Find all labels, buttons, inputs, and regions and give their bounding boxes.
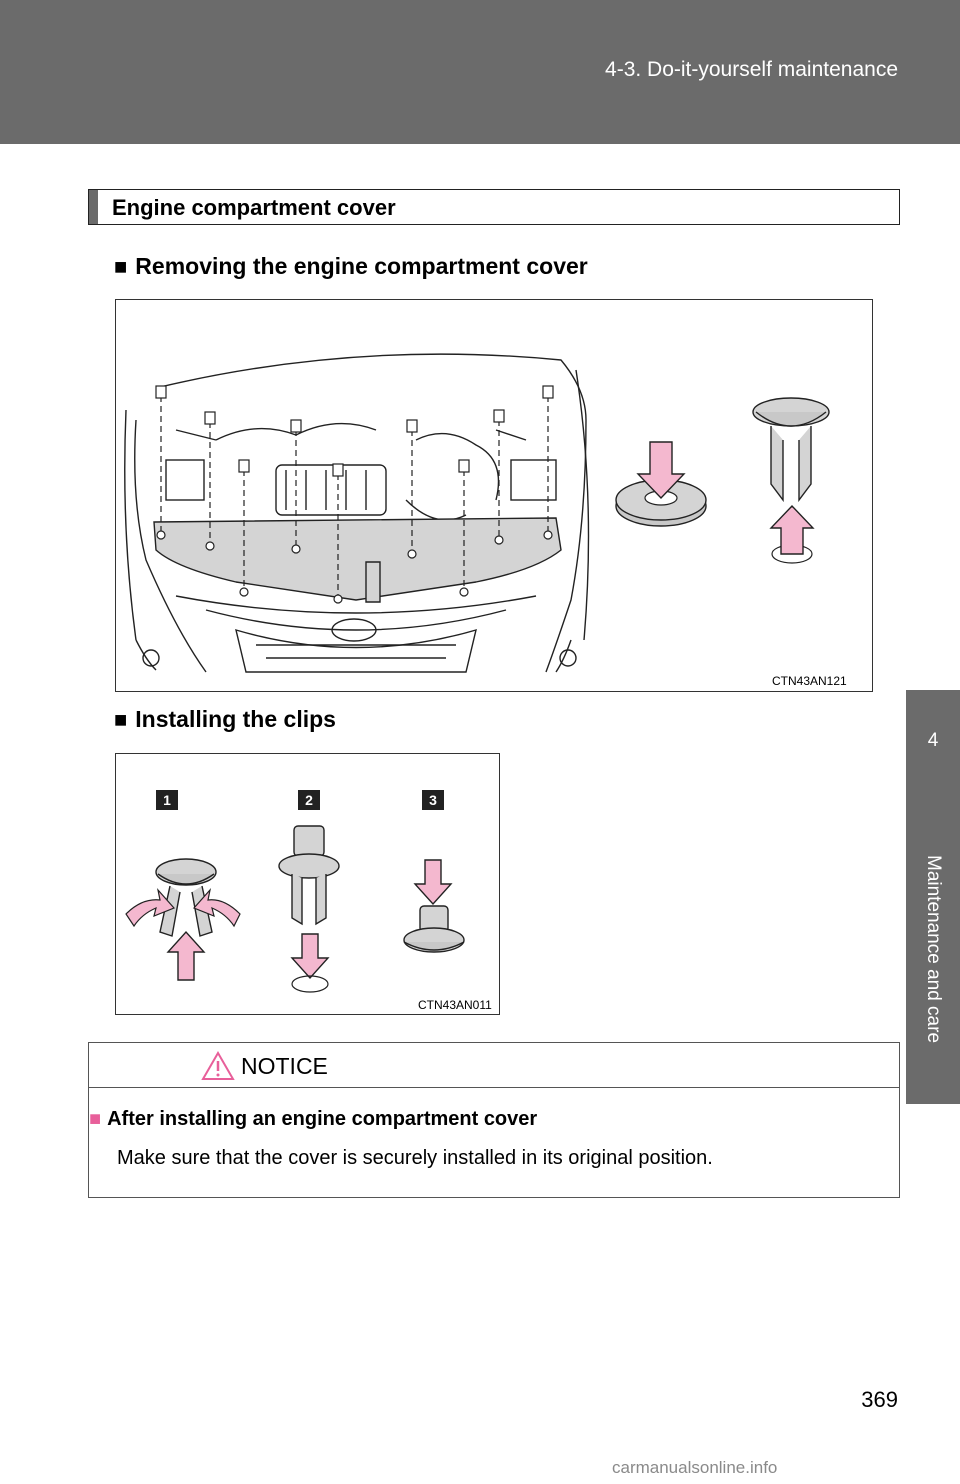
clip-steps-illustration: 1 2 3: [125, 790, 465, 993]
step-number: 3: [429, 792, 437, 808]
section-title-accent: [89, 190, 98, 224]
watermark: carmanualsonline.info: [612, 1458, 778, 1477]
installing-figure-code: CTN43AN011: [418, 998, 492, 1012]
page-number: 369: [861, 1387, 898, 1412]
section-title-bar: Engine compartment cover: [88, 189, 900, 225]
notice-header: NOTICE: [89, 1043, 899, 1088]
step-number: 1: [163, 792, 171, 808]
installing-heading: Installing the clips: [135, 706, 336, 732]
chapter-number: 4: [927, 730, 939, 751]
engine-cover-illustration: [124, 353, 830, 673]
removing-figure-code: CTN43AN121: [772, 674, 847, 688]
removing-heading: Removing the engine compartment cover: [135, 253, 588, 279]
notice-body: Make sure that the cover is securely ins…: [117, 1147, 713, 1169]
chapter-label-strip: Maintenance and care: [906, 794, 960, 1104]
warning-triangle-icon: [201, 1051, 235, 1080]
notice-subheading: After installing an engine compartment c…: [107, 1108, 538, 1130]
chapter-tab: 4: [906, 690, 960, 794]
installing-clips-figure: 1 2 3 CTN43AN011: [115, 753, 500, 1015]
section-title: Engine compartment cover: [112, 195, 396, 220]
notice-subheading-marker: ■: [89, 1108, 102, 1130]
notice-subheading-row: ■After installing an engine compartment …: [89, 1108, 537, 1131]
step-number: 2: [305, 792, 313, 808]
number-badge-icon: [422, 790, 444, 810]
installing-heading-row: ■ Installing the clips: [114, 706, 336, 733]
chapter-label: Maintenance and care: [923, 854, 944, 1044]
number-badge-icon: [156, 790, 178, 810]
number-badge-icon: [298, 790, 320, 810]
notice-title: NOTICE: [241, 1053, 328, 1079]
installing-heading-marker: ■: [114, 707, 128, 732]
removing-cover-figure: CTN43AN121: [115, 299, 873, 692]
notice-box: NOTICE ■After installing an engine compa…: [88, 1042, 900, 1198]
removing-heading-row: ■ Removing the engine compartment cover: [114, 253, 588, 280]
header-band: 4-3. Do-it-yourself maintenance: [0, 0, 960, 144]
header-section-title: 4-3. Do-it-yourself maintenance: [605, 58, 898, 81]
removing-heading-marker: ■: [114, 254, 128, 279]
